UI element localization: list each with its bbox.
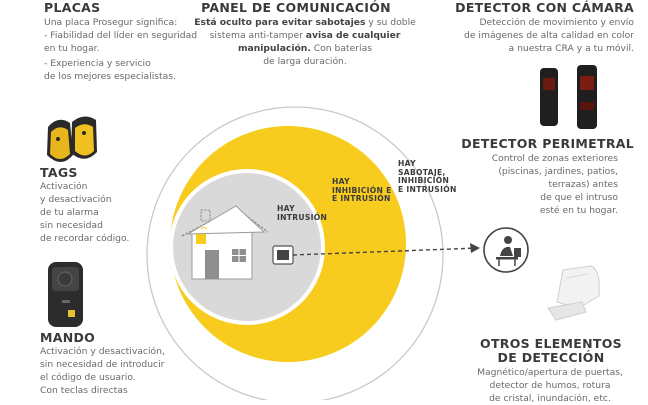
panel-line-3: manipulación. Con baterías	[190, 42, 420, 55]
cra-operator-icon	[483, 227, 529, 273]
otros-title-line-2: DE DETECCIÓN	[497, 350, 605, 365]
mando-description: Activación y desactivación, sin necesida…	[40, 345, 165, 397]
label-sabotaje-line: SABOTAJE,	[398, 167, 446, 177]
label-sabotaje-line: INHIBICIÓN	[398, 176, 450, 186]
perimetral-description: Control de zonas exteriores (piscinas, j…	[492, 152, 618, 217]
tags-line: de recordar código.	[40, 233, 130, 244]
placas-bullet-1: - Fiabilidad del líder en seguridad	[44, 30, 198, 41]
camara-title: DETECTOR CON CÁMARA	[455, 0, 634, 15]
mando-line: Con teclas directas	[40, 385, 128, 396]
perimetral-line: terrazas) antes	[548, 179, 618, 190]
camara-line: a nuestra CRA y a tu móvil.	[508, 43, 634, 54]
perimetral-line: (piscinas, jardines, patios,	[498, 166, 618, 177]
panel-line-2-rest: sistema anti-tamper	[209, 30, 306, 41]
otros-description: Magnético/apertura de puertas, detector …	[462, 366, 638, 405]
perimetral-line: Control de zonas exteriores	[491, 153, 618, 164]
tags-image	[47, 116, 97, 162]
outer-ring	[146, 106, 444, 400]
label-sabotaje-line: HAY	[398, 159, 416, 168]
panel-title: PANEL DE COMUNICACIÓN	[201, 0, 391, 15]
otros-line: detector de humos, rotura	[489, 380, 611, 391]
camara-line: Detección de movimiento y envío	[479, 17, 634, 28]
label-inhibicion-line: E INTRUSIÓN	[332, 194, 391, 204]
label-intrusion-line: HAY	[277, 204, 295, 213]
placas-description: Una placa Prosegur significa: - Fiabilid…	[44, 16, 197, 83]
panel-line-3-bold: manipulación.	[237, 43, 311, 54]
mando-line: sin necesidad de introducir	[40, 359, 165, 370]
panel-description: Está oculto para evitar sabotajes y su d…	[190, 16, 420, 68]
mando-line: Activación y desactivación,	[40, 346, 165, 357]
label-inhibicion-line: INHIBICIÓN E	[332, 185, 392, 195]
tags-line: y desactivación	[40, 194, 112, 205]
camara-description: Detección de movimiento y envío de imáge…	[464, 16, 634, 55]
panel-line-3-rest: Con baterías	[310, 43, 373, 54]
placas-bullet-1-cont: en tu hogar.	[44, 43, 100, 54]
otros-line: de cristal, inundación, etc.	[489, 393, 611, 404]
label-sabotaje-line: E INTRUSIÓN	[398, 184, 457, 194]
tags-title: TAGS	[40, 165, 78, 180]
panel-line-2-bold: avisa de cualquier	[305, 30, 401, 41]
camara-line: de imágenes de alta calidad en color	[464, 30, 634, 41]
otros-title-line-1: OTROS ELEMENTOS	[480, 336, 622, 351]
tags-line: de tu alarma	[40, 207, 99, 218]
panel-line-1: Está oculto para evitar sabotajes y su d…	[190, 16, 420, 29]
label-intrusion: HAY INTRUSIÓN	[277, 204, 328, 222]
mando-title: MANDO	[40, 330, 96, 345]
tags-line: sin necesidad	[40, 220, 103, 231]
connection-line	[292, 247, 479, 256]
otros-line: Magnético/apertura de puertas,	[477, 367, 623, 378]
perimetral-title: DETECTOR PERIMETRAL	[461, 136, 634, 151]
label-intrusion-line: INTRUSIÓN	[277, 212, 328, 222]
mando-image	[48, 262, 83, 327]
perimetral-line: esté en tu hogar.	[539, 205, 618, 216]
placas-lead: Una placa Prosegur significa:	[44, 17, 178, 28]
tags-description: Activación y desactivación de tu alarma …	[40, 180, 129, 245]
panel-line-1-bold: Está oculto para evitar sabotajes	[194, 17, 366, 28]
panel-line-2: sistema anti-tamper avisa de cualquier	[190, 29, 420, 42]
perimetral-line: de que el intruso	[540, 192, 618, 203]
panel-line-4: de larga duración.	[263, 56, 347, 67]
camera-detector-image	[540, 65, 597, 129]
tags-line: Activación	[40, 181, 88, 192]
magnetic-sensor-image	[547, 265, 600, 321]
panel-line-1-rest: y su doble	[365, 17, 416, 28]
label-inhibicion: HAY INHIBICIÓN E E INTRUSIÓN	[332, 177, 392, 204]
panel-device-icon	[272, 245, 294, 265]
house-icon	[181, 205, 269, 280]
mando-line: el código de usuario.	[40, 372, 136, 383]
placas-bullet-2-cont: de los mejores especialistas.	[44, 71, 176, 82]
label-inhibicion-line: HAY	[332, 177, 350, 186]
placas-bullet-2: - Experiencia y servicio	[44, 58, 151, 69]
arrow-head	[470, 243, 480, 253]
otros-title: OTROS ELEMENTOS DE DETECCIÓN	[466, 337, 636, 365]
label-sabotaje: HAY SABOTAJE, INHIBICIÓN E INTRUSIÓN	[398, 159, 457, 194]
placas-title: PLACAS	[44, 0, 101, 15]
